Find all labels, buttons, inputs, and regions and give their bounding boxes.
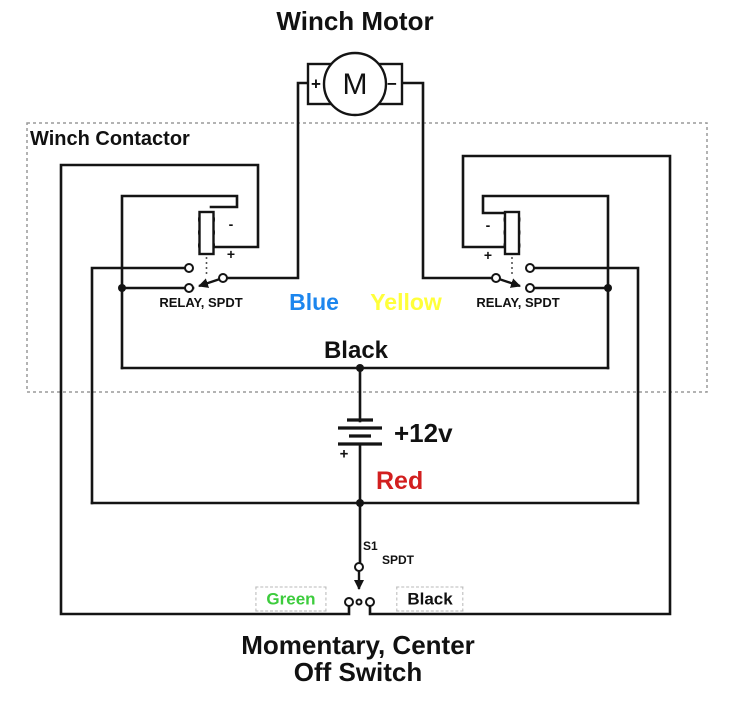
right-relay-nc-contact [525,283,535,293]
winch-contactor-label: Winch Contactor [30,128,190,150]
left-relay-no-contact [184,263,194,273]
black-switch-wire-label: Black [396,586,464,612]
left-coil-ground-wire [120,194,239,370]
battery-voltage-label: +12v [394,418,453,448]
left-relay-common-contact [218,273,228,283]
right-relay-no-contact [525,263,535,273]
left-no-contact-wire [90,266,187,505]
motor-symbol [306,51,404,117]
battery-symbol [338,418,382,446]
battery-plus-label: + [339,445,349,463]
motor-negative-wire-yellow [398,81,494,280]
s1-left-contact [344,597,354,607]
left-relay-coil [198,210,215,256]
left-relay-label: RELAY, SPDT [159,295,243,310]
blue-wire-label: Blue [289,289,339,315]
right-coil-trigger-wire-black [368,154,672,616]
left-relay-nc-contact [184,283,194,293]
left-coil-trigger-wire-green [59,163,351,616]
right-relay-common-contact [491,273,501,283]
s1-common-contact [354,562,364,572]
black-bus-label: Black [323,337,389,364]
coil-body [503,210,521,256]
green-wire-label: Green [255,586,327,612]
yellow-wire-label: Yellow [370,289,442,315]
left-coil-plus-label: + [226,246,236,262]
right-relay-coil [503,210,521,256]
motor-minus-terminal-label: − [387,74,397,94]
junction-dot [118,284,126,292]
junction-dot [604,284,612,292]
bottom-caption-line2: Off Switch [293,657,423,687]
s1-type-label: SPDT [382,553,415,567]
junction-dot [356,499,364,507]
s1-right-contact [365,597,375,607]
right-coil-plus-label: + [483,247,493,263]
left-coil-minus-label: - [228,216,234,232]
motor-body-circle [322,51,388,117]
right-coil-minus-label: - [485,217,491,233]
right-coil-ground-wire [481,194,610,370]
bottom-caption-line1: Momentary, Center [241,630,475,660]
motor-positive-wire-blue [225,81,310,280]
motor-m-symbol: M [342,68,368,101]
s1-name-label: S1 [363,539,378,553]
s1-center-off-contact [355,598,363,606]
right-no-contact-wire [532,266,640,505]
motor-plus-terminal-label: + [311,74,321,94]
coil-body [198,210,215,256]
red-wire-label: Red [376,467,424,495]
page-title: Winch Motor [276,6,434,36]
junction-dot [356,364,364,372]
right-relay-label: RELAY, SPDT [476,295,560,310]
